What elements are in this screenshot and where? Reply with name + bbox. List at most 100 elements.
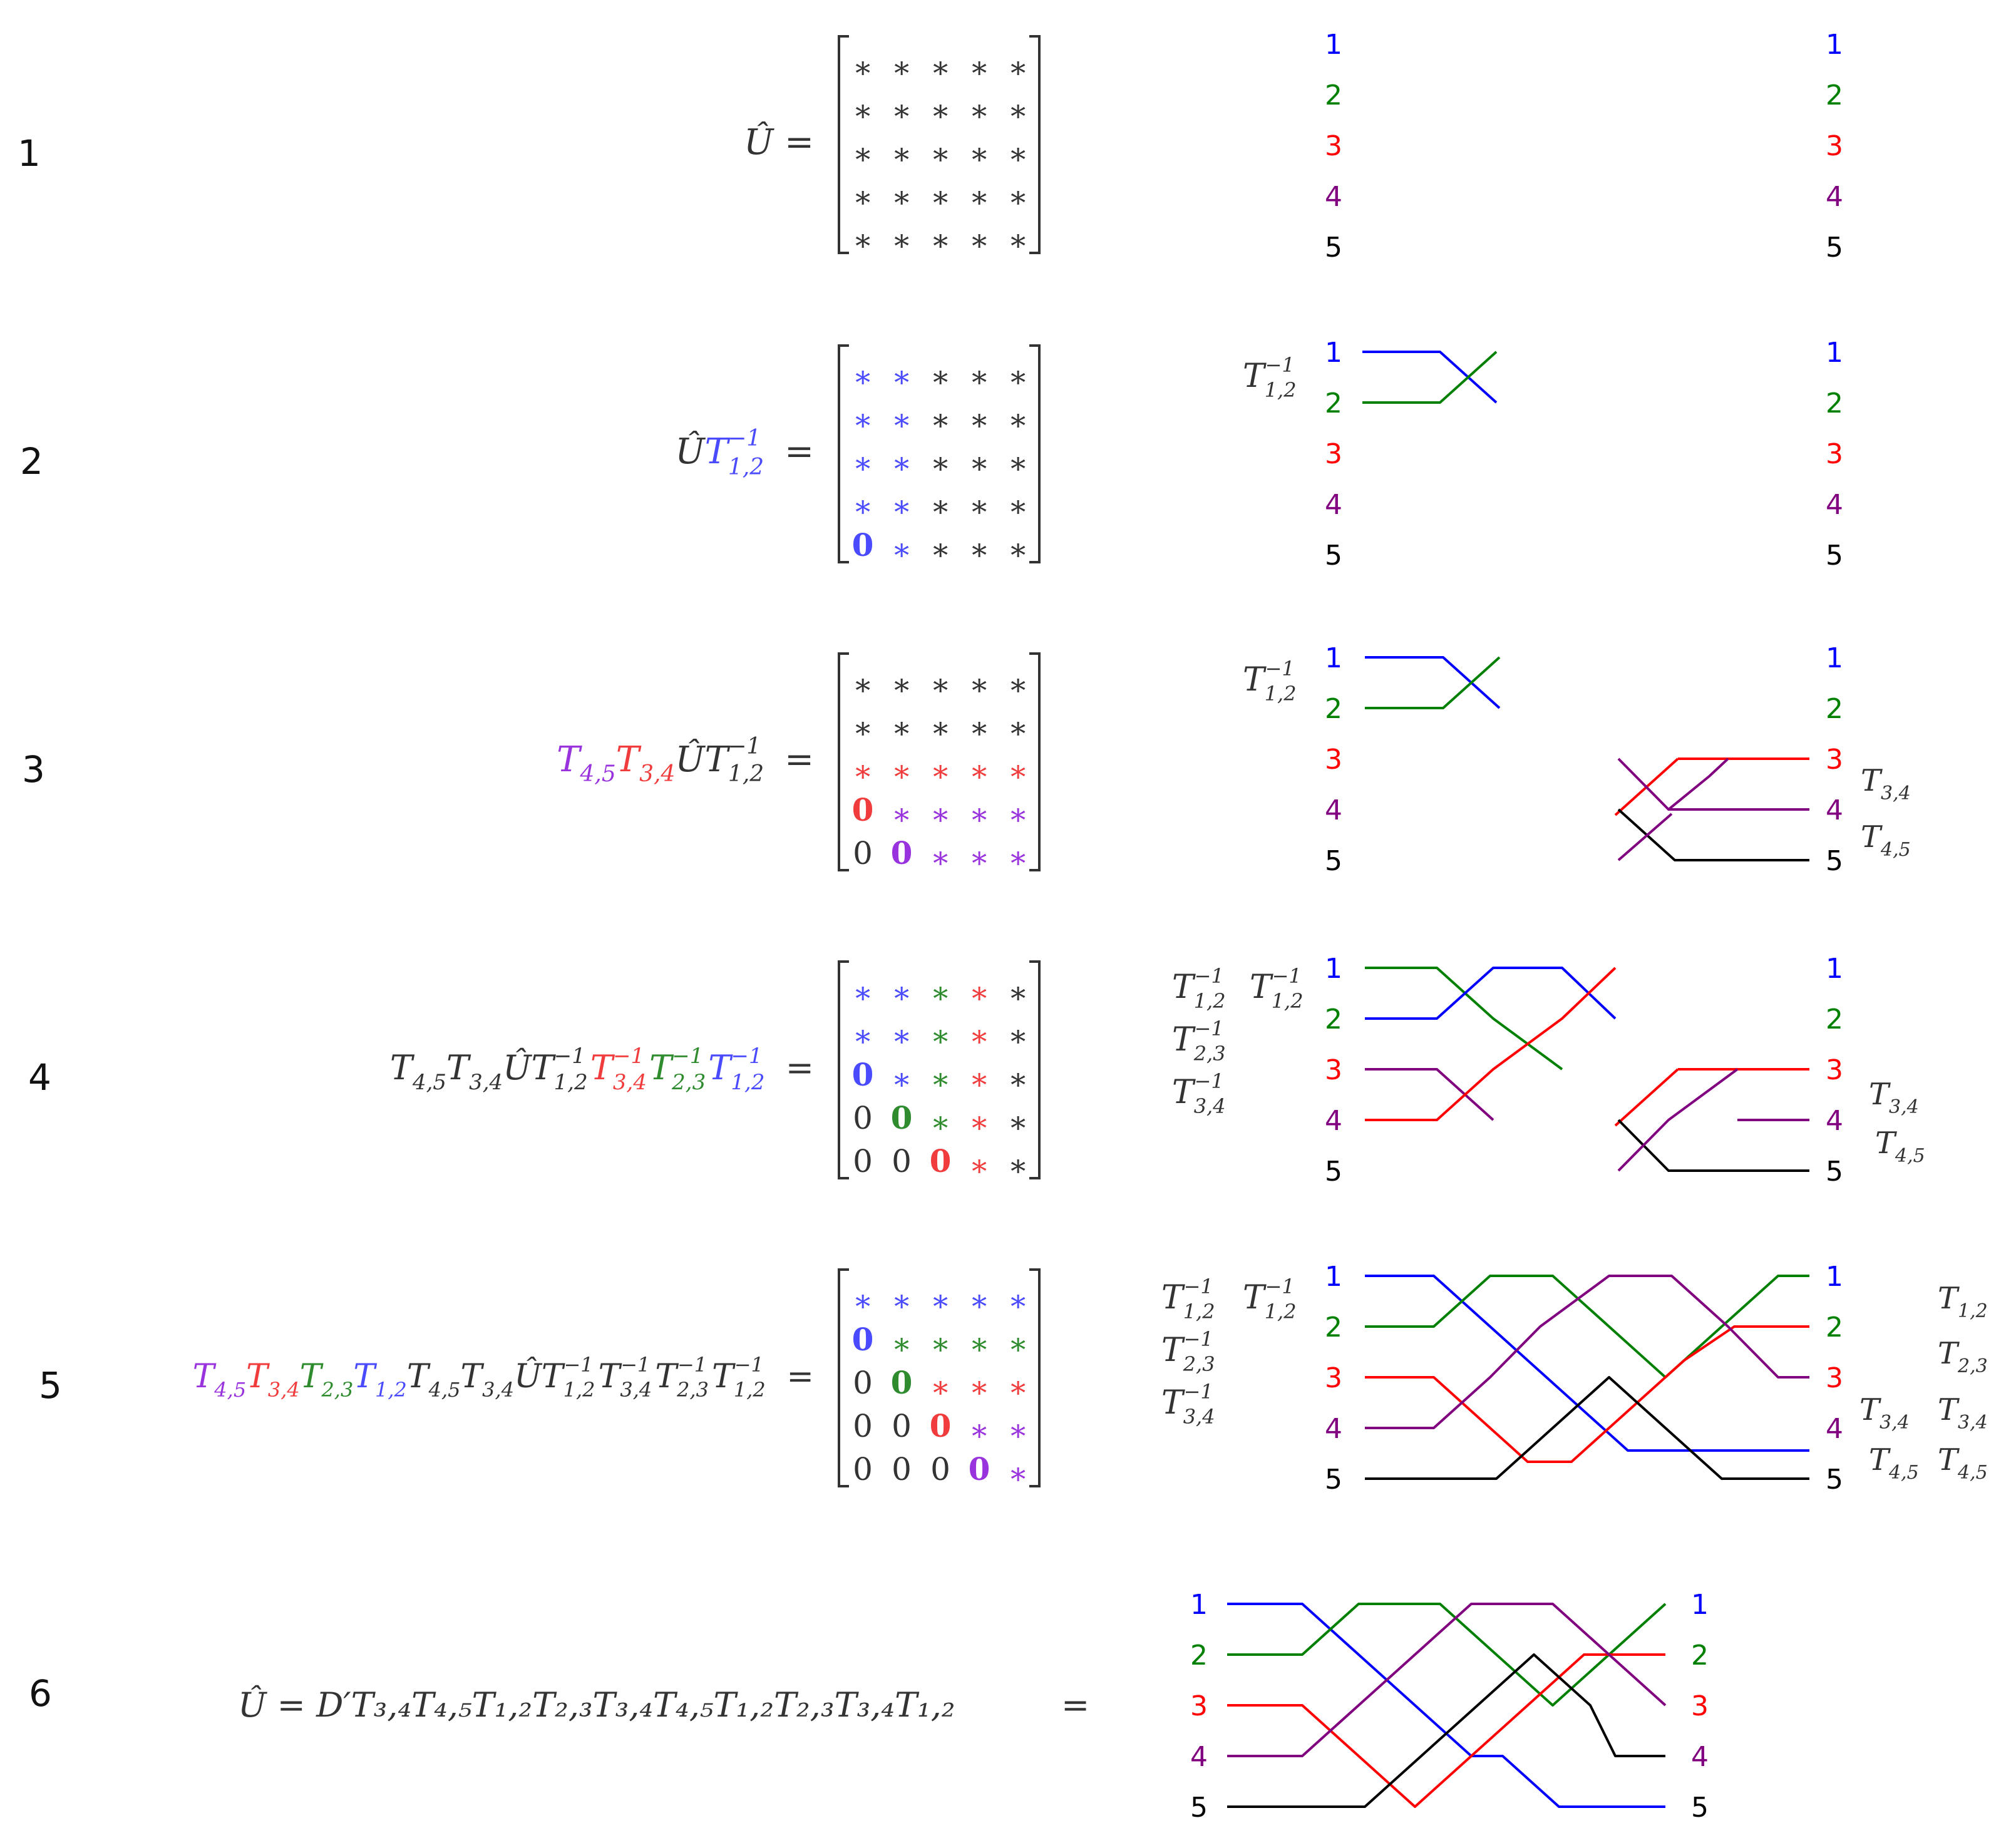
matrix-cell: ∗ <box>1008 667 1029 702</box>
matrix-cell: ∗ <box>892 797 912 832</box>
matrix-bracket-left <box>838 344 849 563</box>
matrix-cell: 0 <box>853 1365 873 1401</box>
op-left-step4-a: T1,2−1 <box>1172 964 1226 1013</box>
matrix-cell: ∗ <box>930 840 951 875</box>
op-right-step4-a: T3,4 <box>1869 1077 1919 1118</box>
matrix-cell: ∗ <box>969 1062 990 1097</box>
step-number-5: 5 <box>39 1364 62 1407</box>
wire-label-1: 1 <box>1325 953 1342 985</box>
wire-label-5: 5 <box>1325 232 1342 264</box>
wire-label-5: 5 <box>1826 232 1843 264</box>
matrix-cell: ∗ <box>1008 1456 1029 1491</box>
matrix-cell: ∗ <box>892 93 912 128</box>
wire-label-4: 4 <box>1826 794 1843 826</box>
matrix-cell: ∗ <box>892 446 912 481</box>
matrix-cell: ∗ <box>892 136 912 172</box>
matrix-cell: ∗ <box>853 711 873 746</box>
matrix-cell: ∗ <box>969 136 990 172</box>
matrix-cell: ∗ <box>1008 136 1029 172</box>
matrix-cell: ∗ <box>969 489 990 524</box>
matrix-bracket-left <box>838 1268 849 1487</box>
wire-label-1: 1 <box>1826 29 1843 61</box>
wire-label-2: 2 <box>1325 1312 1342 1343</box>
matrix-cell: ∗ <box>969 754 990 789</box>
matrix-cell: 0 <box>969 1451 990 1487</box>
matrix-cell: ∗ <box>1008 1327 1029 1362</box>
matrix-cell: 0 <box>853 1451 873 1487</box>
wire-4-path <box>1365 1275 1809 1429</box>
matrix-cell: ∗ <box>930 359 951 394</box>
wire-label-4: 4 <box>1826 489 1843 521</box>
equation-lhs-1: Û = <box>744 121 814 163</box>
wire-label-4: 4 <box>1325 181 1342 213</box>
matrix-step-2: ∗∗∗∗∗∗∗∗∗∗∗∗∗∗∗∗∗∗∗∗0∗∗∗∗ <box>838 344 1041 567</box>
matrix-cell: ∗ <box>853 50 873 85</box>
matrix-cell: ∗ <box>853 136 873 172</box>
step-number-2: 2 <box>20 440 43 483</box>
wire-label-4: 4 <box>1691 1741 1709 1773</box>
matrix-cell: ∗ <box>930 446 951 481</box>
matrix-cell: ∗ <box>892 359 912 394</box>
matrix-cell: ∗ <box>1008 975 1029 1010</box>
matrix-cell: ∗ <box>853 93 873 128</box>
wire-label-3: 3 <box>1826 744 1843 776</box>
wire-label-1: 1 <box>1826 953 1843 985</box>
matrix-cell: ∗ <box>969 403 990 438</box>
wire-label-5: 5 <box>1325 1156 1342 1188</box>
matrix-cell: ∗ <box>969 840 990 875</box>
matrix-cell: ∗ <box>1008 359 1029 394</box>
matrix-cell: ∗ <box>1008 1370 1029 1405</box>
matrix-cell: ∗ <box>930 403 951 438</box>
matrix-cell: ∗ <box>1008 93 1029 128</box>
matrix-cell: ∗ <box>853 446 873 481</box>
matrix-cell: 0 <box>853 1143 873 1179</box>
matrix-bracket-right <box>1029 344 1041 563</box>
wire-label-1: 1 <box>1691 1589 1709 1621</box>
matrix-cell: ∗ <box>1008 797 1029 832</box>
matrix-cell: ∗ <box>969 180 990 215</box>
wire-label-3: 3 <box>1826 1362 1843 1394</box>
wire-2-path <box>1227 1603 1667 1707</box>
matrix-cell: 0 <box>930 1407 952 1444</box>
wire-2-segment <box>1362 351 1498 404</box>
matrix-cell: ∗ <box>930 50 951 85</box>
wire-label-1: 1 <box>1325 29 1342 61</box>
wire-label-5: 5 <box>1325 845 1342 877</box>
matrix-cell: 0 <box>852 526 874 563</box>
matrix-cell: ∗ <box>969 711 990 746</box>
matrix-cell: ∗ <box>892 1327 912 1362</box>
op-right-step5-f: T4,5 <box>1938 1442 1988 1484</box>
matrix-cell: ∗ <box>1008 1283 1029 1318</box>
wire-1-segment <box>1362 351 1498 404</box>
op-right-step4-b: T4,5 <box>1875 1126 1925 1167</box>
matrix-cell: ∗ <box>930 797 951 832</box>
matrix-cell: ∗ <box>969 1283 990 1318</box>
matrix-cell: ∗ <box>930 1105 951 1140</box>
op-left-step4-b: T2,3−1 <box>1172 1017 1226 1066</box>
matrix-cell: ∗ <box>1008 1062 1029 1097</box>
matrix-cell: ∗ <box>1008 711 1029 746</box>
matrix-cell: ∗ <box>969 446 990 481</box>
op-right-step5-c: T1,2 <box>1938 1281 1988 1322</box>
wire-label-1: 1 <box>1190 1589 1208 1621</box>
op-left-step4-c: T3,4−1 <box>1172 1069 1226 1118</box>
matrix-cell: ∗ <box>853 180 873 215</box>
matrix-bracket-right <box>1029 35 1041 254</box>
matrix-cell: ∗ <box>892 223 912 258</box>
matrix-cell: ∗ <box>1008 840 1029 875</box>
wire-3-cross <box>1614 757 1679 816</box>
wire-label-2: 2 <box>1826 388 1843 419</box>
wire-4-path <box>1227 1603 1667 1757</box>
matrix-cell: ∗ <box>930 180 951 215</box>
matrix-cell: ∗ <box>1008 446 1029 481</box>
matrix-cell: 0 <box>891 1364 913 1401</box>
matrix-bracket-left <box>838 960 849 1179</box>
step-number-6: 6 <box>29 1672 52 1715</box>
matrix-cell: 0 <box>852 1056 874 1093</box>
matrix-cell: ∗ <box>892 180 912 215</box>
